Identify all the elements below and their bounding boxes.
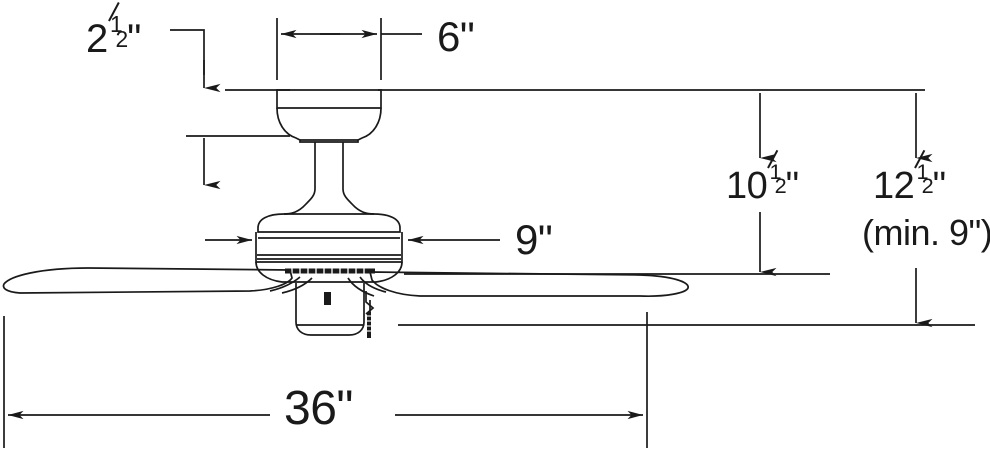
canopy-drop-dimension: [170, 29, 290, 190]
blade-bracket-right: [347, 276, 387, 297]
pull-chain: [365, 291, 375, 338]
fan-blade-left: [2, 267, 293, 294]
blade-bracket-left: [269, 276, 313, 294]
ceiling-canopy: [276, 89, 382, 143]
ceiling-to-blade-dimension: [404, 93, 830, 277]
dimension-label-motor-height: 9": [515, 216, 553, 263]
switch-housing: [295, 283, 365, 336]
downrod: [314, 142, 344, 189]
overall-drop-dimension: [398, 93, 975, 328]
dimension-label-blade-span: 36": [284, 382, 354, 435]
blade-span-dimension: [3, 312, 648, 448]
motor-housing: [255, 188, 403, 283]
reverse-switch: [324, 292, 331, 305]
dimension-note-overall-drop-minimum: (min. 9"): [862, 212, 990, 253]
dimension-label-canopy-width: 6": [437, 13, 475, 60]
fan-blade-right: [368, 271, 689, 297]
canopy-width-dimension: [276, 18, 422, 80]
